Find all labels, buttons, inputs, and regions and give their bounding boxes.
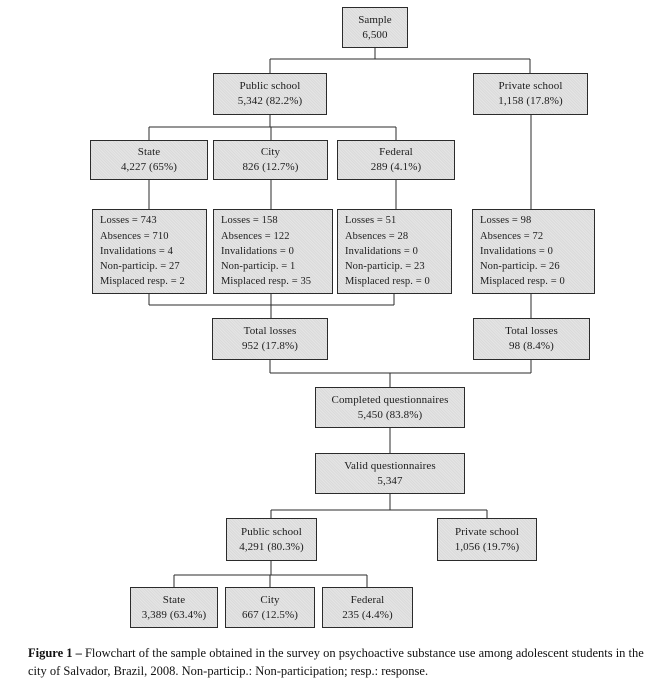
node-private-school-2-label: Private school	[454, 525, 520, 538]
node-state-2-value: 3,389 (63.4%)	[141, 608, 207, 621]
node-state-2: State 3,389 (63.4%)	[130, 587, 218, 628]
losses-federal-line: Invalidations = 0	[345, 245, 418, 257]
losses-federal-line: Misplaced resp. = 0	[345, 276, 430, 288]
node-private-school-1: Private school 1,158 (17.8%)	[473, 73, 588, 115]
losses-state-line: Absences = 710	[100, 230, 169, 242]
losses-private-line: Absences = 72	[480, 230, 544, 242]
losses-city-line: Invalidations = 0	[221, 245, 294, 257]
node-state-1: State 4,227 (65%)	[90, 140, 208, 180]
node-private-school-2: Private school 1,056 (19.7%)	[437, 518, 537, 561]
losses-state-line: Losses = 743	[100, 215, 157, 227]
node-city-1-value: 826 (12.7%)	[242, 161, 299, 173]
node-city-2-label: City	[260, 593, 280, 606]
node-state-1-label: State	[137, 146, 161, 158]
losses-federal-line: Absences = 28	[345, 230, 409, 242]
total-losses-public-label: Total losses	[243, 325, 297, 337]
completed-questionnaires-value: 5,450 (83.8%)	[357, 408, 423, 421]
connector-losses-to-total-public	[148, 294, 395, 318]
node-sample-value: 6,500	[362, 28, 388, 41]
node-public-school-1: Public school 5,342 (82.2%)	[213, 73, 327, 115]
losses-state-line: Invalidations = 4	[100, 245, 173, 257]
node-sample: Sample 6,500	[342, 7, 408, 48]
node-federal-2-label: Federal	[350, 593, 385, 606]
node-losses-city: Losses = 158 Absences = 122 Invalidation…	[213, 209, 333, 294]
figure-caption: Figure 1 –Flowchart of the sample obtain…	[28, 645, 644, 680]
node-city-1: City 826 (12.7%)	[213, 140, 328, 180]
node-private-school-2-value: 1,056 (19.7%)	[454, 540, 520, 553]
connector-totals-to-completed	[269, 360, 532, 387]
node-public-school-1-label: Public school	[239, 80, 301, 92]
valid-questionnaires-value: 5,347	[377, 474, 403, 487]
losses-private-line: Losses = 98	[480, 215, 532, 227]
losses-private-line: Invalidations = 0	[480, 245, 553, 257]
node-state-1-value: 4,227 (65%)	[120, 161, 178, 173]
node-federal-2: Federal 235 (4.4%)	[322, 587, 413, 628]
node-public-school-1-value: 5,342 (82.2%)	[237, 95, 303, 107]
connector-sample-to-schools	[269, 48, 531, 73]
losses-city-line: Non-particip. = 1	[221, 261, 296, 273]
total-losses-public-value: 952 (17.8%)	[241, 340, 299, 352]
losses-federal-line: Losses = 51	[345, 215, 397, 227]
node-total-losses-private: Total losses 98 (8.4%)	[473, 318, 590, 360]
valid-questionnaires-label: Valid questionnaires	[344, 459, 436, 472]
node-completed-questionnaires: Completed questionnaires 5,450 (83.8%)	[315, 387, 465, 428]
node-valid-questionnaires: Valid questionnaires 5,347	[315, 453, 465, 494]
connector-public1-to-networks	[148, 115, 397, 140]
node-city-2: City 667 (12.5%)	[225, 587, 315, 628]
node-losses-federal: Losses = 51 Absences = 28 Invalidations …	[337, 209, 452, 294]
connector-valid-to-schools2	[270, 494, 488, 518]
node-public-school-2-label: Public school	[241, 525, 302, 538]
node-federal-1-label: Federal	[379, 146, 413, 158]
node-city-2-value: 667 (12.5%)	[241, 608, 299, 621]
losses-private-line: Non-particip. = 26	[480, 261, 560, 273]
losses-private-line: Misplaced resp. = 0	[480, 276, 565, 288]
losses-federal-line: Non-particip. = 23	[345, 261, 425, 273]
node-losses-state: Losses = 743 Absences = 710 Invalidation…	[92, 209, 207, 294]
connector-public2-to-networks2	[173, 561, 368, 587]
figure-caption-number: Figure 1 –	[28, 646, 82, 660]
node-private-school-1-label: Private school	[498, 80, 563, 92]
losses-city-line: Losses = 158	[221, 215, 278, 227]
total-losses-private-value: 98 (8.4%)	[509, 340, 554, 352]
node-federal-1-value: 289 (4.1%)	[370, 161, 422, 173]
node-state-2-label: State	[162, 593, 186, 606]
node-sample-label: Sample	[358, 13, 392, 26]
connector-networks-to-losses	[148, 180, 397, 209]
losses-state-line: Misplaced resp. = 2	[100, 276, 185, 288]
node-city-1-label: City	[260, 146, 281, 158]
node-private-school-1-value: 1,158 (17.8%)	[498, 95, 563, 107]
total-losses-private-label: Total losses	[505, 325, 558, 337]
node-public-school-2-value: 4,291 (80.3%)	[239, 540, 304, 553]
node-public-school-2: Public school 4,291 (80.3%)	[226, 518, 317, 561]
node-federal-1: Federal 289 (4.1%)	[337, 140, 455, 180]
node-total-losses-public: Total losses 952 (17.8%)	[212, 318, 328, 360]
node-losses-private: Losses = 98 Absences = 72 Invalidations …	[472, 209, 595, 294]
losses-state-line: Non-particip. = 27	[100, 261, 180, 273]
losses-city-line: Misplaced resp. = 35	[221, 276, 312, 288]
figure-caption-text: Flowchart of the sample obtained in the …	[28, 646, 644, 678]
completed-questionnaires-label: Completed questionnaires	[331, 393, 449, 406]
losses-city-line: Absences = 122	[221, 230, 290, 242]
node-federal-2-value: 235 (4.4%)	[342, 608, 393, 621]
